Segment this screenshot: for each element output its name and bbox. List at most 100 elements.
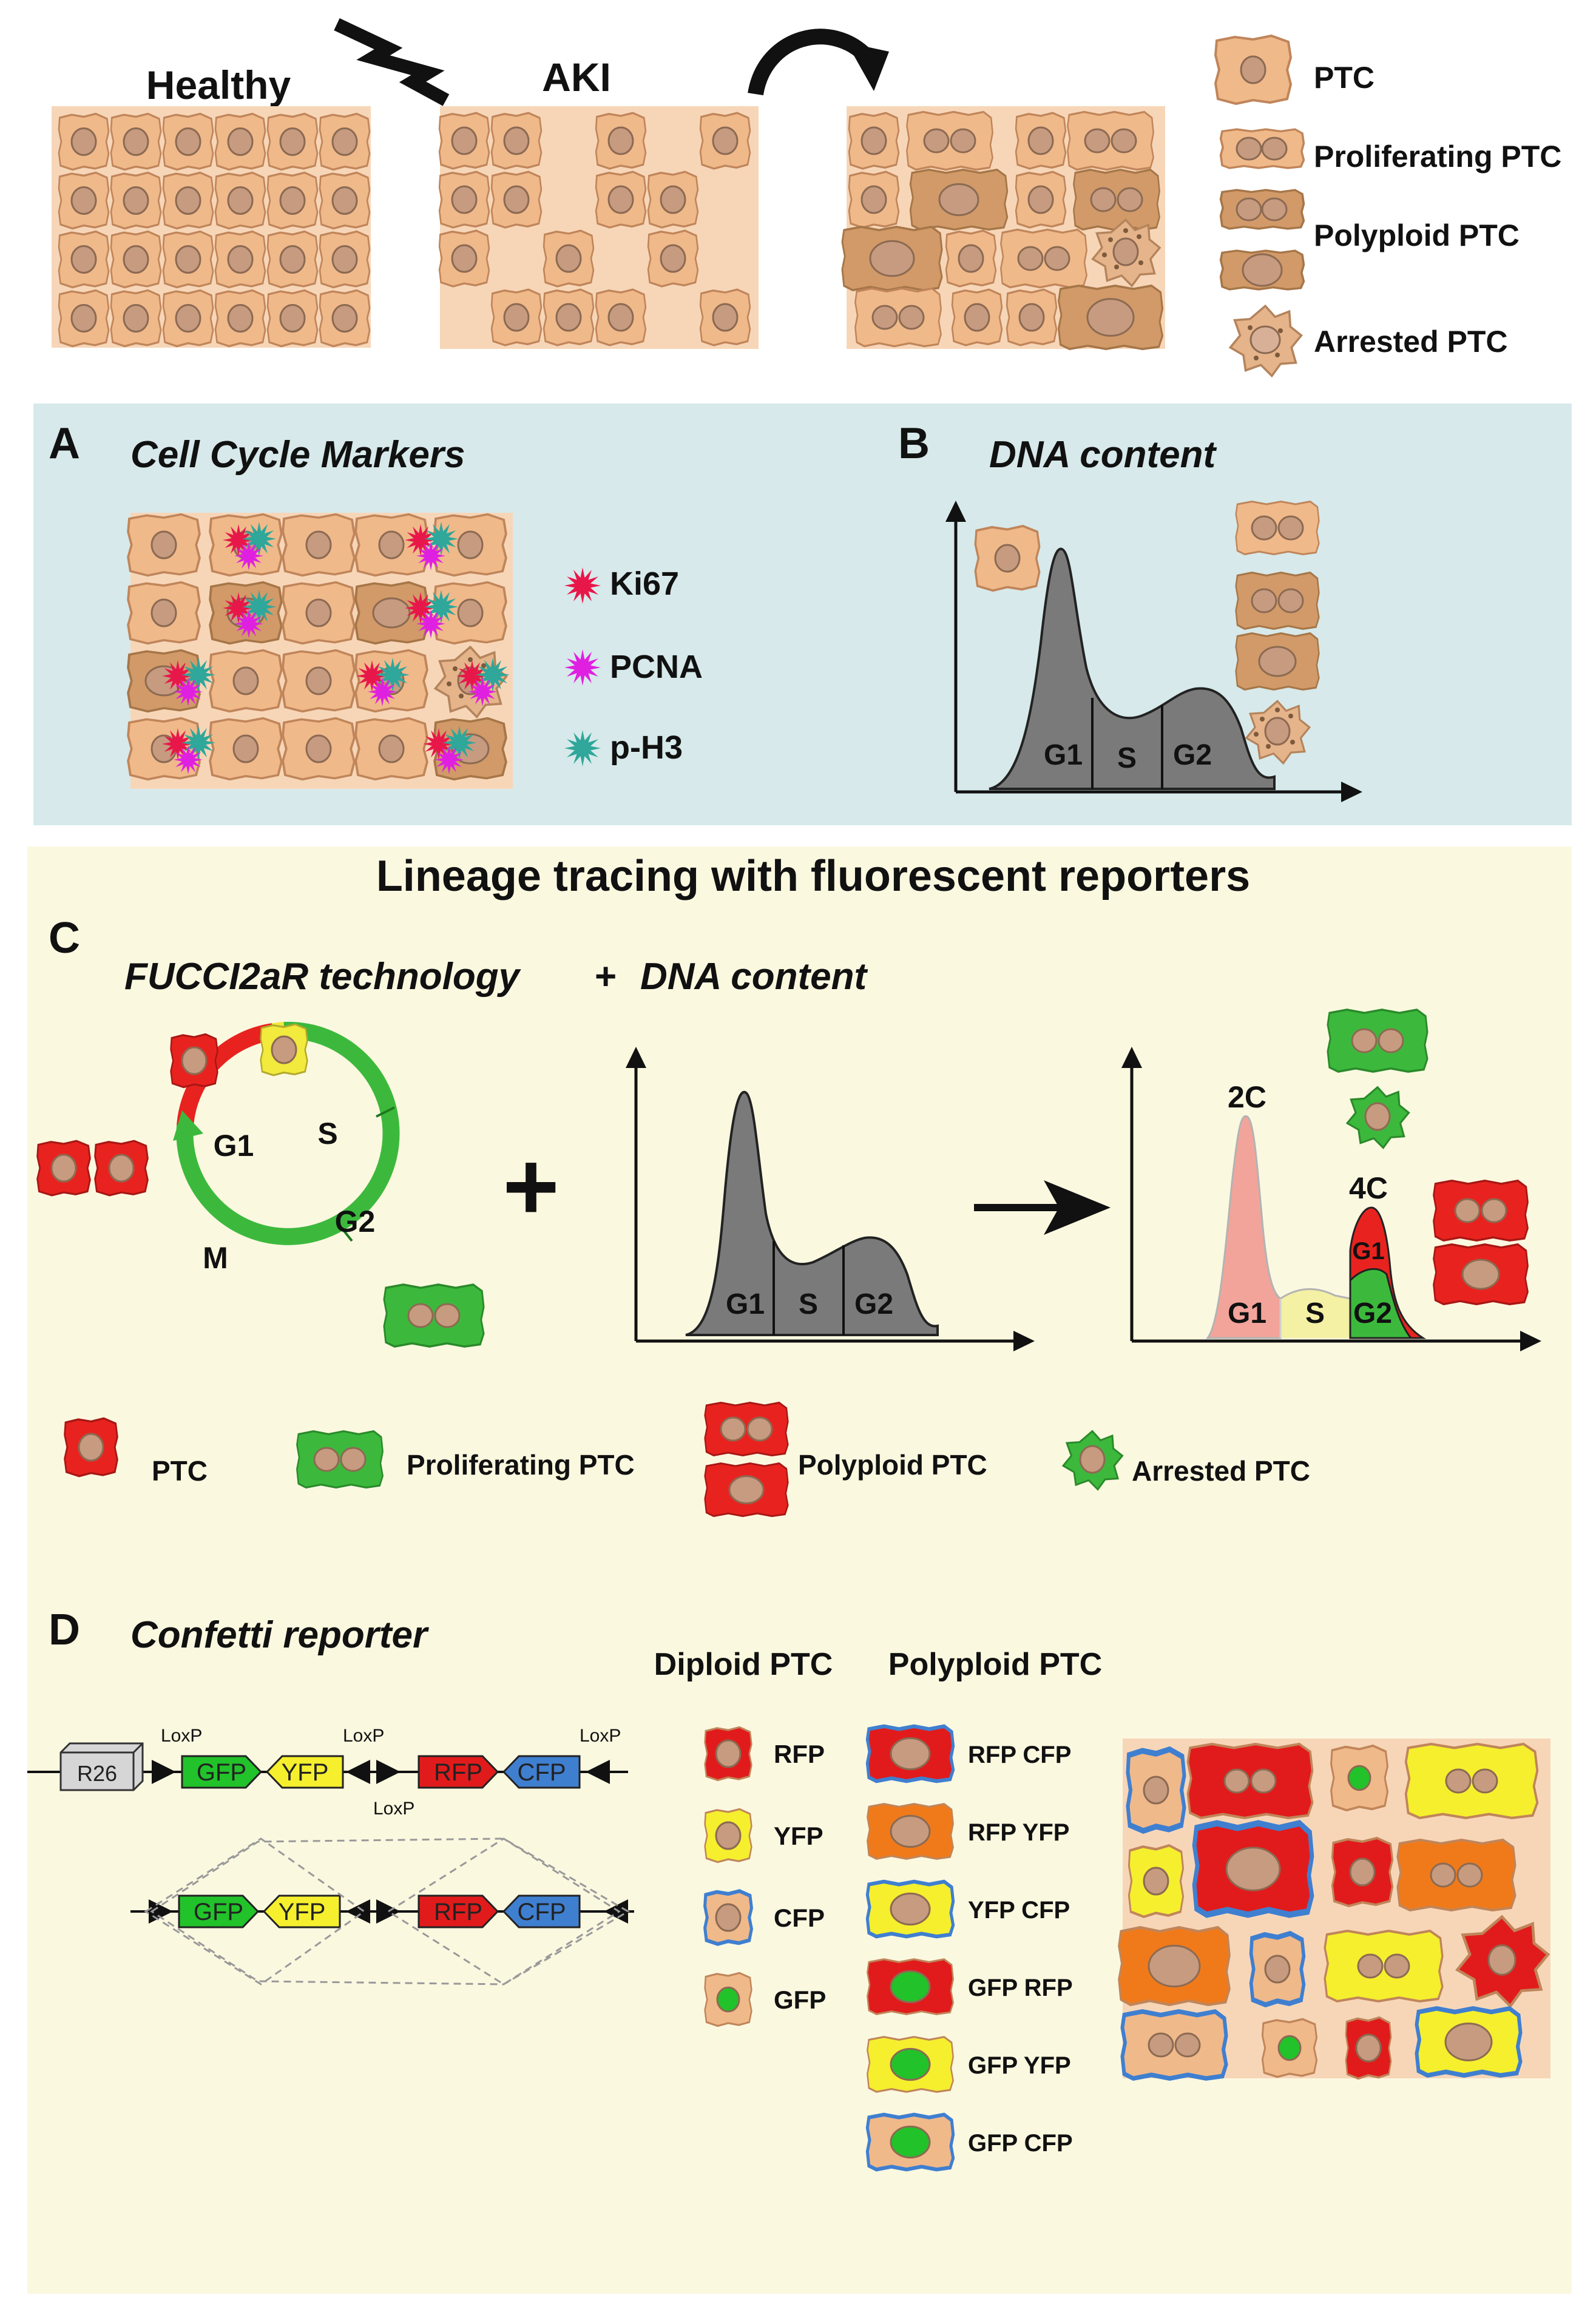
cycle-label-s: S — [317, 1117, 337, 1151]
cell — [1006, 288, 1058, 346]
legend-green-arrested-icon — [1062, 1430, 1123, 1490]
cell — [438, 229, 490, 288]
polyploid-label-rfp-cfp: RFP CFP — [968, 1742, 1071, 1768]
recombination-dashes — [144, 1837, 630, 1985]
ph3-marker — [442, 726, 476, 760]
legend-item-polyploid: Polyploid PTC — [1219, 189, 1520, 291]
confetti-cell-cfp — [1251, 1933, 1304, 2005]
aki-tissue — [438, 106, 759, 349]
polyploid-header: Polyploid PTC — [888, 1647, 1102, 1682]
confetti-cell-rfp-yfp — [866, 1803, 955, 1860]
panel-a-letter: A — [49, 419, 80, 468]
cell — [1015, 171, 1067, 229]
legend-item-ptc: PTC — [1214, 35, 1375, 105]
confetti-cell-gfp-yfp — [866, 2036, 955, 2093]
confetti-cell-gfp — [1330, 1744, 1389, 1812]
green-arrested-cell — [1346, 1086, 1410, 1149]
loxp-label-3: LoxP — [373, 1799, 414, 1819]
confetti-cell-rfp-cfp — [867, 1726, 953, 1781]
diploid-header: Diploid PTC — [654, 1647, 833, 1682]
gene-label-cfp: CFP — [518, 1899, 566, 1925]
gene-label-rfp: RFP — [434, 1759, 482, 1786]
histogram-c-curve — [685, 1090, 939, 1336]
legend-item-arrested: Arrested PTC — [1229, 305, 1508, 377]
cell — [543, 229, 595, 288]
gene-gfp: GFP — [178, 1894, 260, 1928]
loxp-label-2: LoxP — [343, 1726, 384, 1746]
confetti-cell-cfp — [1128, 1749, 1185, 1831]
confetti-cell-cfp — [1123, 2012, 1226, 2078]
confetti-cell-cfp — [705, 1891, 752, 1944]
cell — [905, 110, 994, 171]
cell — [58, 289, 110, 348]
cell — [1234, 632, 1320, 691]
pcna-marker — [368, 677, 397, 706]
cell — [58, 112, 110, 171]
gene-rfp: RFP — [418, 1755, 499, 1789]
cell — [1234, 571, 1320, 630]
ki67-marker — [162, 660, 194, 692]
cell — [951, 288, 1003, 346]
cell — [266, 230, 319, 289]
cell — [319, 112, 371, 171]
cell — [162, 230, 214, 289]
cell — [848, 112, 900, 170]
fucci-dna-histogram: 2C 4C G1 G1 S G2 — [1121, 1047, 1541, 1351]
cell — [1072, 169, 1161, 231]
panel-b-title: DNA content — [989, 434, 1217, 476]
gene-yfp: YFP — [265, 1755, 344, 1789]
yellow-ptc-cell — [260, 1023, 308, 1076]
legend-label-ptc: PTC — [1314, 61, 1375, 95]
ph3-marker — [242, 590, 276, 624]
cell — [595, 112, 647, 170]
cell — [110, 171, 162, 230]
cell — [319, 289, 371, 348]
section-title: Lineage tracing with fluorescent reporte… — [376, 852, 1250, 901]
cell — [490, 112, 543, 170]
cell — [282, 581, 356, 645]
r26-label: R26 — [77, 1761, 117, 1786]
legend-red-polyploid-icon — [704, 1402, 789, 1456]
s-region-outline — [1260, 1207, 1351, 1300]
cell — [282, 717, 356, 781]
hist-b-s: S — [1117, 742, 1137, 774]
panel-d-letter: D — [49, 1606, 80, 1654]
cell — [354, 513, 428, 577]
curved-arrowhead-icon — [847, 42, 889, 91]
ki67-marker — [162, 728, 194, 760]
panel-c-title-plus: + — [595, 956, 617, 998]
cell — [490, 171, 543, 229]
legend-label-proliferating: Proliferating PTC — [1314, 140, 1561, 174]
pcna-marker — [234, 541, 263, 570]
c-legend-polyploid: Polyploid PTC — [798, 1449, 987, 1481]
gene-row-2: GFP YFP RFP CFP — [178, 1894, 581, 1928]
cell — [319, 230, 371, 289]
dna-histogram-c: G1 S G2 — [626, 1047, 1035, 1351]
cell — [110, 230, 162, 289]
gene-rfp: RFP — [418, 1894, 499, 1928]
gene-label-yfp: YFP — [279, 1899, 326, 1925]
top-legend: PTC Proliferating PTC Polyploid PTC — [1214, 35, 1561, 377]
panel-c-letter: C — [49, 914, 80, 962]
loxp-label-1: LoxP — [161, 1726, 202, 1746]
cell — [214, 171, 266, 230]
loxp-triangle-3 — [376, 1760, 401, 1784]
hist-c-g1: G1 — [726, 1288, 765, 1320]
result-label-4c: 4C — [1349, 1171, 1388, 1205]
ph3-marker — [181, 658, 215, 692]
ph3-marker — [424, 522, 458, 556]
healthy-tissue — [52, 106, 371, 348]
cell — [433, 581, 507, 645]
result-label-2c: 2C — [1228, 1080, 1266, 1114]
legend-red-polyploid-icon — [704, 1462, 789, 1517]
confetti-cell-gfp — [704, 1972, 752, 2027]
panel-a-title: Cell Cycle Markers — [130, 434, 465, 476]
legend-item-proliferating: Proliferating PTC — [1219, 128, 1561, 174]
s-region-yellow — [1280, 1289, 1350, 1338]
peak-4c-green — [1349, 1268, 1413, 1339]
gene-label-yfp: YFP — [282, 1759, 329, 1786]
